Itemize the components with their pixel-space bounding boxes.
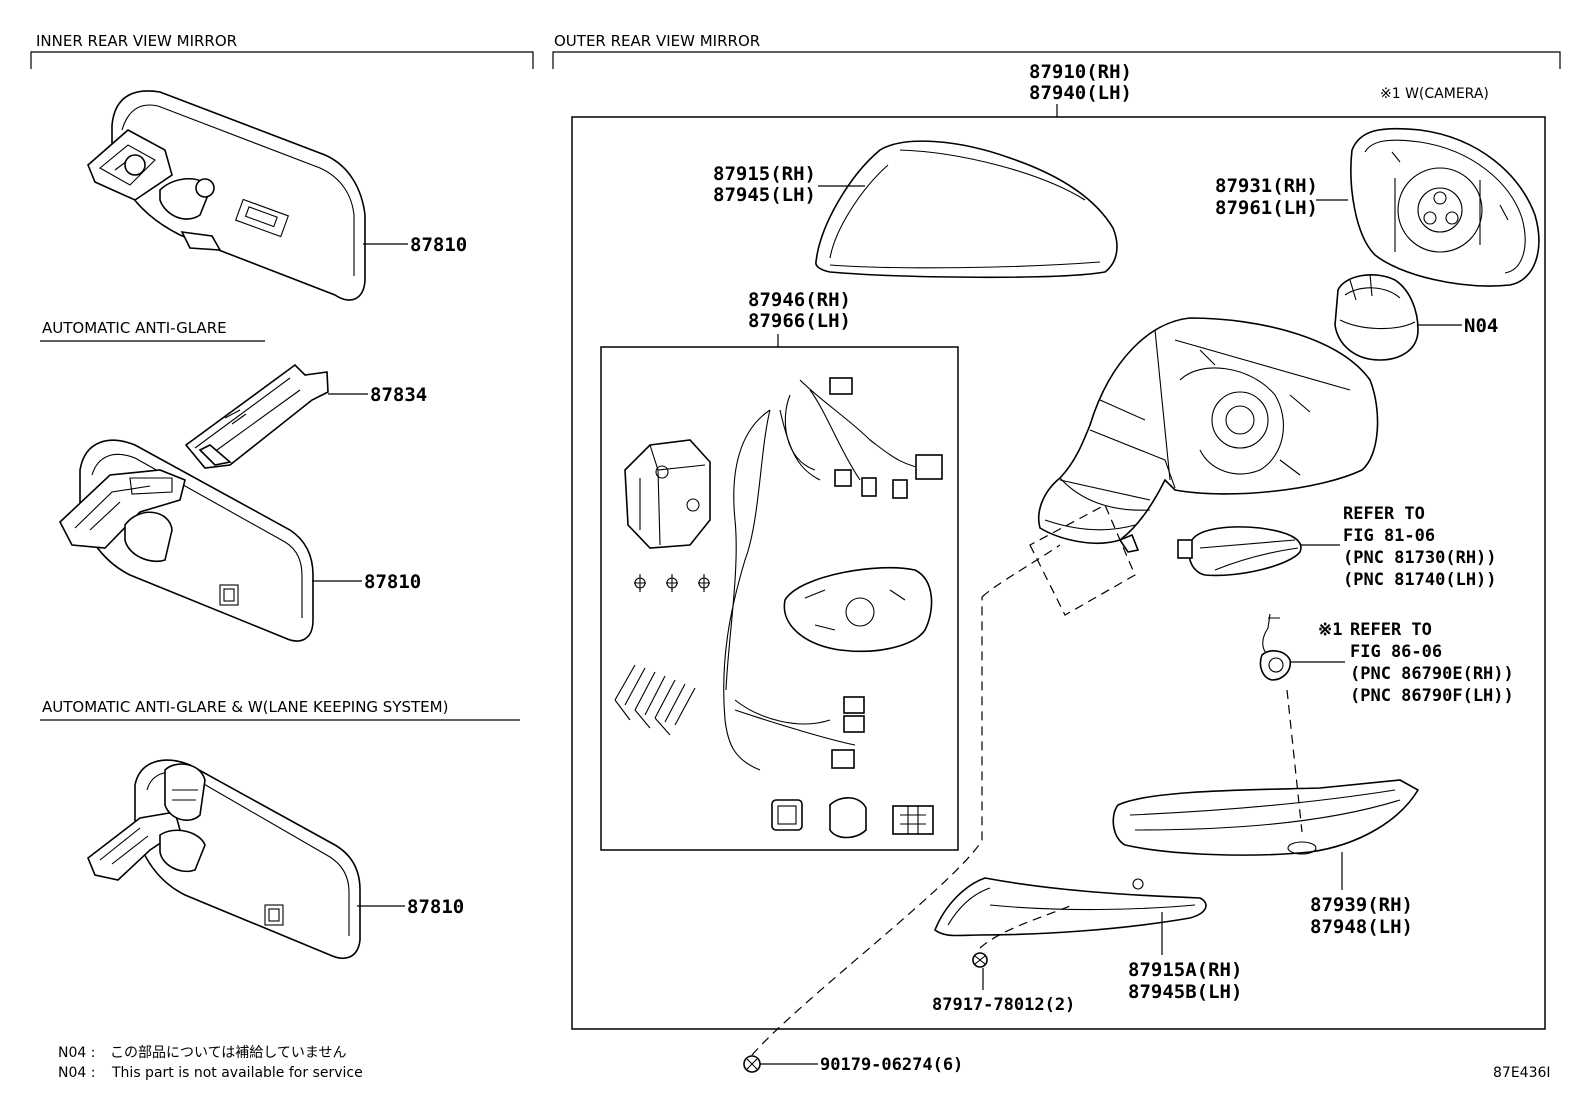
inner-section-bracket <box>30 51 534 69</box>
refer2-line-a: REFER TO <box>1350 620 1432 640</box>
mounting-clip <box>743 1055 761 1073</box>
harness-box <box>600 346 959 851</box>
dashed-assembly-line-screw <box>979 905 1071 949</box>
refer1-line-c: (PNC 81730(RH)) <box>1343 548 1497 568</box>
dashed-assembly-line-clip <box>751 544 1061 1056</box>
mirror-glass <box>1350 127 1540 287</box>
inner-section-title: INNER REAR VIEW MIRROR <box>36 32 237 50</box>
label-lower-cover-lh: 87948(LH) <box>1310 916 1413 938</box>
refer1-line-a: REFER TO <box>1343 504 1425 524</box>
label-inner-mirror-1: 87810 <box>410 234 467 256</box>
label-assy-rh: 87910(RH) <box>1029 61 1132 83</box>
label-glass-lh: 87961(LH) <box>1215 197 1318 219</box>
label-motor: N04 <box>1464 315 1498 337</box>
auto-anti-glare-lane-title: AUTOMATIC ANTI-GLARE & W(LANE KEEPING SY… <box>42 698 448 716</box>
lower-garnish <box>934 877 1207 937</box>
inner-mirror-basic <box>87 90 366 301</box>
harness-contents <box>614 377 943 839</box>
camera-note: ※1 W(CAMERA) <box>1380 86 1489 102</box>
lower-cover <box>1112 779 1420 856</box>
label-garnish-rh: 87915A(RH) <box>1128 959 1242 981</box>
label-harness-rh: 87946(RH) <box>748 289 851 311</box>
mirror-motor <box>1334 273 1419 361</box>
mirror-bracket-cover <box>184 363 329 469</box>
dashed-assembly-box <box>1029 504 1136 616</box>
note-jp-label: N04 : <box>58 1045 95 1061</box>
outer-section-bracket <box>552 51 1561 69</box>
label-cover-lh: 87945(LH) <box>713 184 816 206</box>
note-en-text: This part is not available for service <box>111 1065 363 1081</box>
dashed-assembly-line-camera <box>1286 689 1303 833</box>
note-en-label: N04 : <box>58 1065 95 1081</box>
label-screw: 87917-78012(2) <box>932 995 1075 1015</box>
label-glass-rh: 87931(RH) <box>1215 175 1318 197</box>
inner-mirror-lane <box>87 759 361 959</box>
mirror-housing <box>1038 317 1379 553</box>
label-assy-lh: 87940(LH) <box>1029 82 1132 104</box>
outer-section-title: OUTER REAR VIEW MIRROR <box>554 32 760 50</box>
refer1-line-d: (PNC 81740(LH)) <box>1343 570 1497 590</box>
garnish-screw <box>972 952 988 968</box>
refer1-line-b: FIG 81-06 <box>1343 526 1435 546</box>
refer2-line-b: FIG 86-06 <box>1350 642 1442 662</box>
refer2-line-c: (PNC 86790E(RH)) <box>1350 664 1514 684</box>
label-inner-mirror-2: 87810 <box>364 571 421 593</box>
label-lower-cover-rh: 87939(RH) <box>1310 894 1413 916</box>
mirror-cover <box>815 140 1118 279</box>
label-inner-mirror-3: 87810 <box>407 896 464 918</box>
note-jp-text: この部品については補給していません <box>110 1045 346 1061</box>
inner-mirror-auto <box>59 439 314 642</box>
label-clip: 90179-06274(6) <box>820 1055 963 1075</box>
label-cover-rh: 87915(RH) <box>713 163 816 185</box>
label-harness-lh: 87966(LH) <box>748 310 851 332</box>
refer2-mark: ※1 <box>1318 620 1342 640</box>
side-camera <box>1259 613 1292 681</box>
label-bracket: 87834 <box>370 384 427 406</box>
auto-anti-glare-title: AUTOMATIC ANTI-GLARE <box>42 319 227 337</box>
label-garnish-lh: 87945B(LH) <box>1128 981 1242 1003</box>
figure-code: 87E436I <box>1493 1065 1551 1081</box>
outer-assy-frame <box>571 116 1546 1030</box>
refer2-line-d: (PNC 86790F(LH)) <box>1350 686 1514 706</box>
turn-signal-lamp <box>1177 526 1302 577</box>
